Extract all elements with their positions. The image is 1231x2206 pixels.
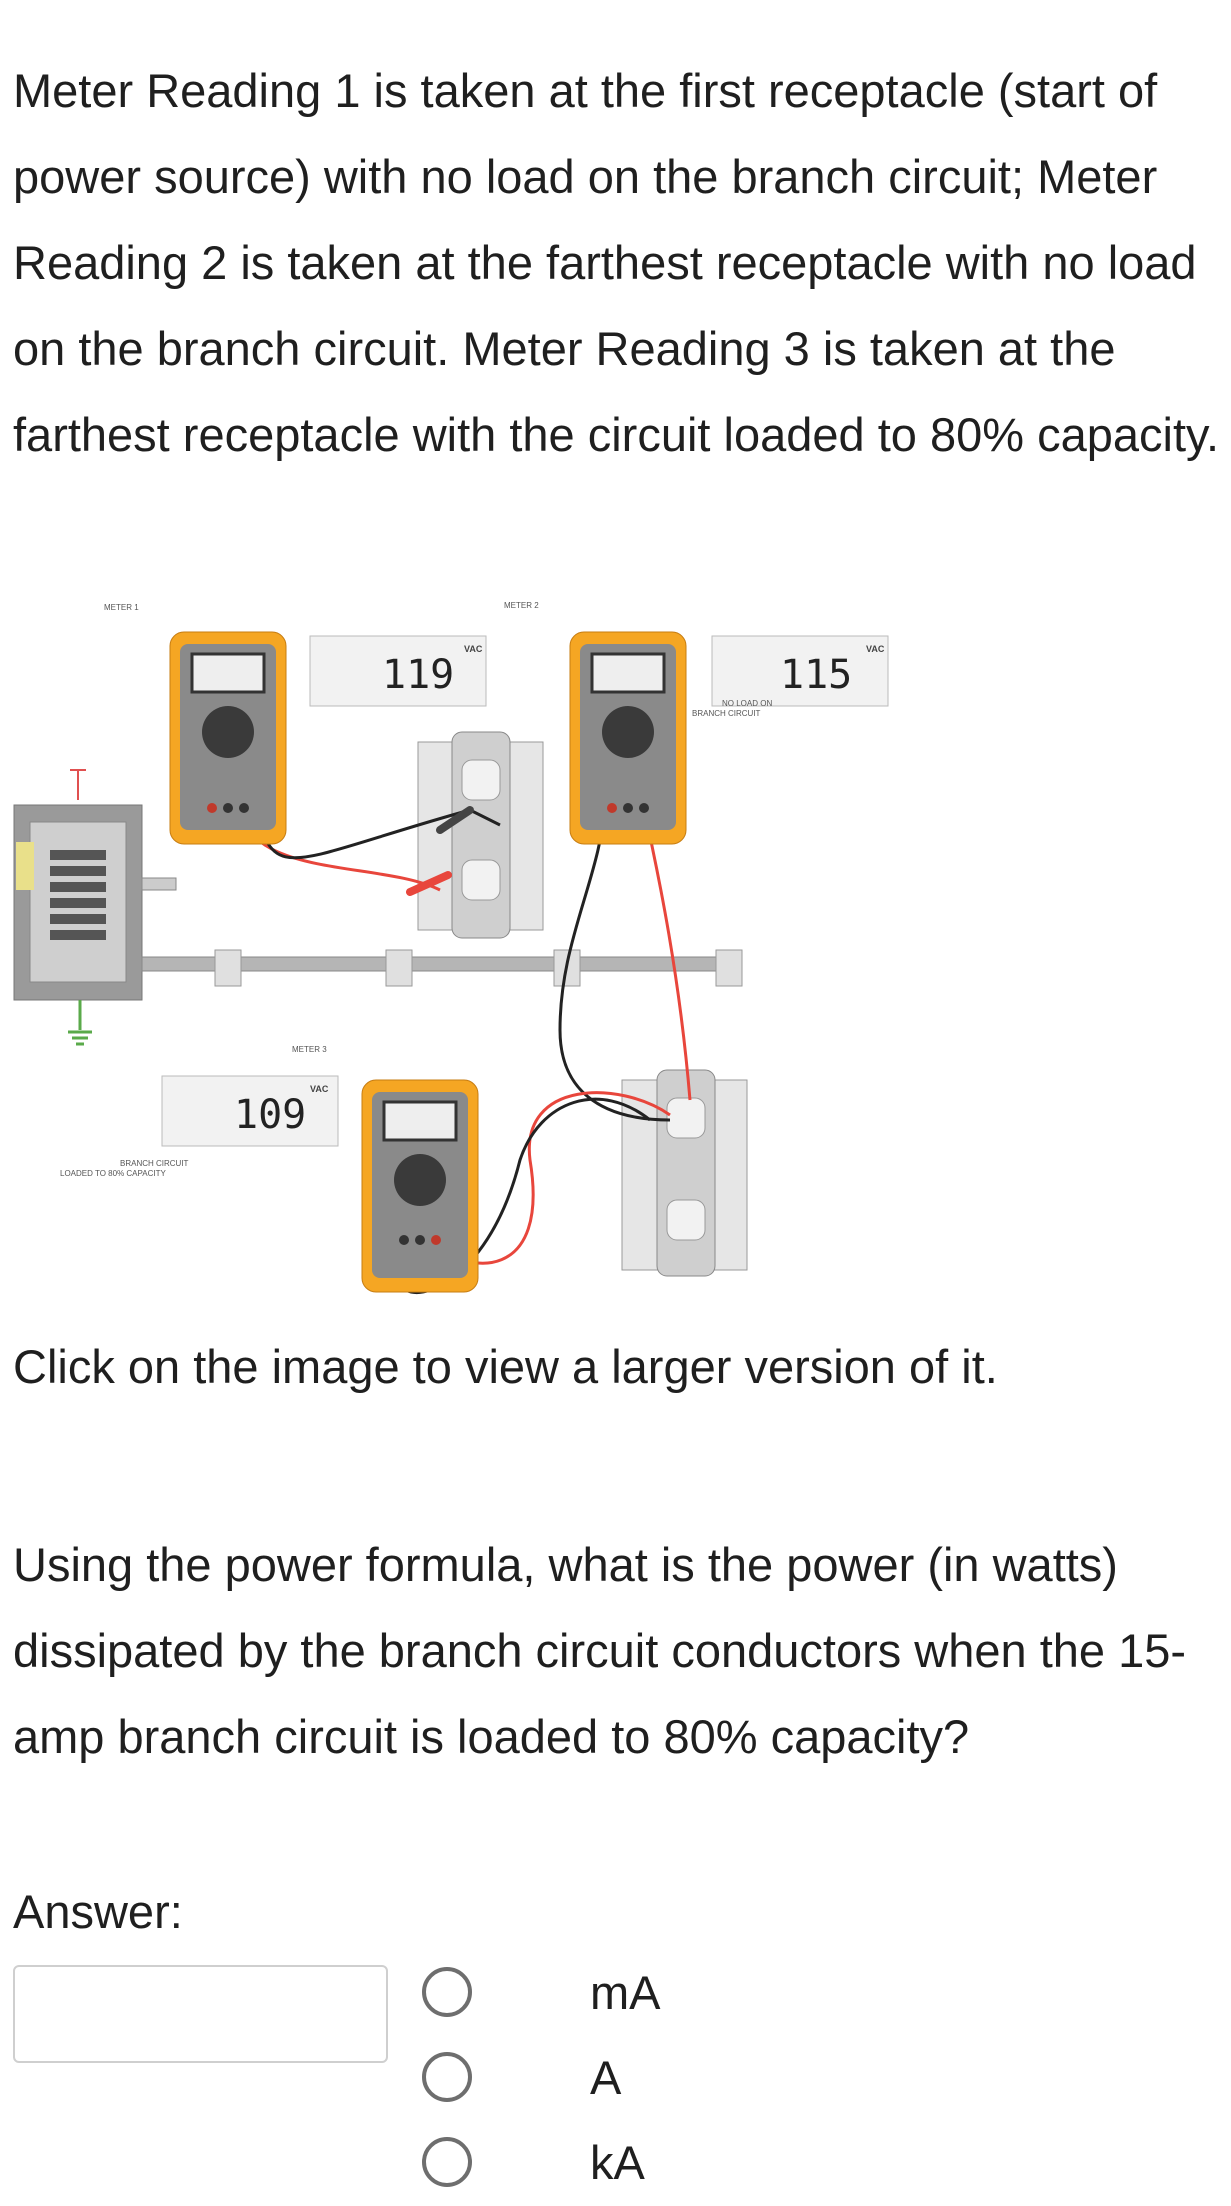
- unit-label-ma: mA: [590, 1966, 661, 2019]
- meter-3-note-1: BRANCH CIRCUIT: [120, 1159, 189, 1168]
- unit-label-a: A: [590, 2051, 622, 2104]
- receptacle-1: [417, 731, 544, 939]
- meter-3-reading: 109: [234, 1092, 306, 1138]
- meter-2-readout: 115 VAC NO LOAD ON BRANCH CIRCUIT: [692, 635, 889, 718]
- meter-3-label: METER 3: [292, 1045, 327, 1054]
- meter-2-reading: 115: [780, 652, 852, 698]
- meter-3-note-2: LOADED TO 80% CAPACITY: [60, 1169, 166, 1178]
- unit-option-ma[interactable]: mA: [422, 1956, 822, 2036]
- unit-option-a[interactable]: A: [422, 2041, 822, 2121]
- question-intro: Meter Reading 1 is taken at the first re…: [13, 64, 1220, 461]
- meter-1: METER 1: [104, 603, 287, 845]
- meter-2-unit: VAC: [866, 644, 885, 654]
- meter-1-label: METER 1: [104, 603, 139, 612]
- meter-1-reading: 119: [382, 652, 454, 698]
- radio-ma[interactable]: [422, 1967, 472, 2017]
- meter-3-readout: 109 VAC BRANCH CIRCUIT LOADED TO 80% CAP…: [60, 1075, 339, 1178]
- meter-2-label: METER 2: [504, 601, 539, 610]
- receptacle-2: [621, 1069, 748, 1277]
- answer-input[interactable]: [13, 1965, 388, 2063]
- radio-a[interactable]: [422, 2052, 472, 2102]
- meter-2-note-1: NO LOAD ON: [722, 699, 772, 708]
- unit-option-ka[interactable]: kA: [422, 2126, 822, 2206]
- radio-ka[interactable]: [422, 2137, 472, 2187]
- meter-1-unit: VAC: [464, 644, 483, 654]
- circuit-diagram-image[interactable]: METER 1 119 VAC METER 2 115 VAC NO LOAD …: [0, 560, 1231, 1320]
- meter-2-note-2: BRANCH CIRCUIT: [692, 709, 761, 718]
- meter-3: METER 3: [292, 1045, 479, 1293]
- meter-1-readout: 119 VAC: [309, 635, 487, 707]
- panelboard: [13, 769, 177, 1046]
- answer-label: Answer:: [13, 1885, 183, 1938]
- question-prompt: Using the power formula, what is the pow…: [13, 1538, 1187, 1763]
- meter-2: METER 2: [504, 601, 687, 845]
- enlarge-image-note: Click on the image to view a larger vers…: [13, 1340, 998, 1393]
- meter-3-unit: VAC: [310, 1084, 329, 1094]
- unit-label-ka: kA: [590, 2136, 645, 2189]
